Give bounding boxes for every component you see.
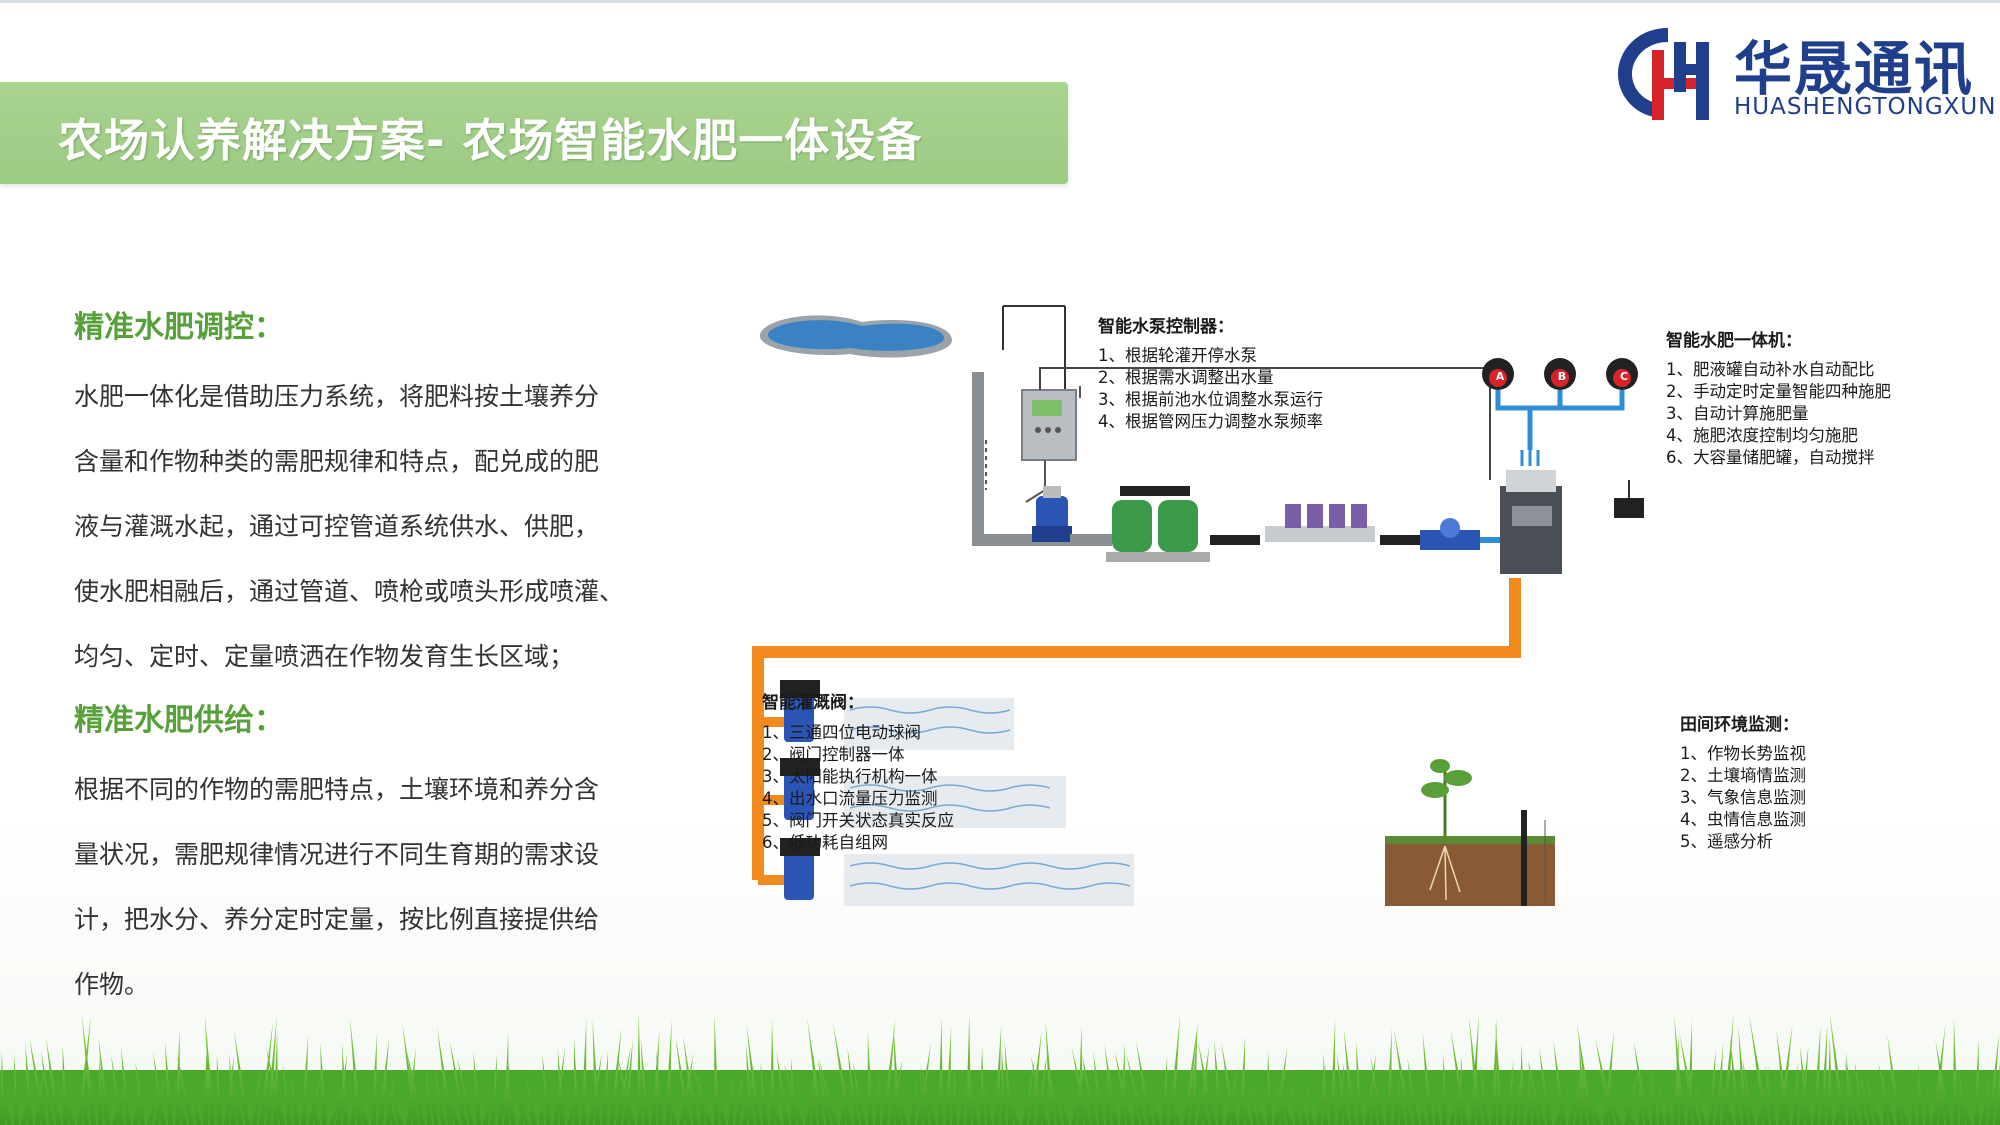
disc-filter-icon (1265, 504, 1375, 542)
paragraph-line: 根据不同的作物的需肥特点，土壤环境和养分含 (74, 775, 600, 804)
callout-item: 5、遥感分析 (1680, 832, 1773, 851)
callout-item: 1、作物长势监视 (1680, 744, 1806, 763)
callout-item: 4、虫情信息监测 (1680, 810, 1806, 829)
paragraph-line: 计，把水分、养分定时定量，按比例直接提供给 (74, 905, 600, 934)
section-heading: 精准水肥调控： (74, 310, 284, 345)
callout-title: 田间环境监测： (1680, 715, 1799, 735)
stirrer-motor-icon (1614, 480, 1644, 518)
callout-item: 3、气象信息监测 (1680, 788, 1806, 807)
fertilizer-tank-icon (1482, 358, 1638, 390)
field-strip-icon (844, 698, 1134, 906)
title-banner: 农场认养解决方案- 农场智能水肥一体设备 (0, 82, 1068, 184)
page-title: 农场认养解决方案- 农场智能水肥一体设备 (58, 114, 923, 167)
water-pump-icon (1032, 486, 1072, 542)
callout-item: 6、大容量储肥罐，自动搅拌 (1666, 448, 1875, 467)
logo-chinese-name: 华晟通讯 (1734, 35, 1975, 103)
pump-controller-cabinet-icon (1021, 386, 1081, 461)
irrigation-system-diagram: } (740, 290, 1990, 910)
callout-title: 智能水肥一体机： (1666, 331, 1802, 351)
description-panel: 精准水肥调控： 水肥一体化是借助压力系统，将肥料按土壤养分 含量和作物种类的需肥… (74, 300, 674, 1017)
callout-item: 4、根据管网压力调整水泵频率 (1098, 412, 1323, 431)
grass-decoration (0, 1010, 2000, 1125)
water-pond-icon (759, 305, 1066, 400)
sand-filter-icon: } (1106, 486, 1210, 562)
callout-item: 6、低功耗自组网 (762, 833, 888, 852)
callout-item: 4、施肥浓度控制均匀施肥 (1666, 426, 1858, 445)
logo-english-name: HUASHENGTONGXUN (1734, 94, 1997, 120)
callout-item: 2、手动定时定量智能四种施肥 (1666, 382, 1891, 401)
paragraph-line: 含量和作物种类的需肥规律和特点，配兑成的肥 (74, 447, 600, 476)
paragraph-line: 量状况，需肥规律情况进行不同生育期的需求设 (74, 840, 600, 869)
callout-title: 智能灌溉阀： (762, 693, 864, 713)
callout-item: 3、根据前池水位调整水泵运行 (1098, 390, 1323, 409)
callout-item: 3、太阳能执行机构一体 (762, 767, 938, 786)
valve-items-list: 1、三通四位电动球阀 2、阀门控制器一体 3、太阳能执行机构一体 4、出水口流量… (762, 722, 954, 854)
paragraph-line: 作物。 (74, 970, 150, 999)
logo-mark-icon (1618, 28, 1709, 120)
callout-item: 1、三通四位电动球阀 (762, 723, 921, 742)
top-border (0, 0, 2000, 3)
fertigation-callout: 智能水肥一体机： 1、肥液罐自动补水自动配比 2、手动定时定量智能四种施肥 3、… (1666, 326, 1891, 469)
soil-monitoring-icon (1385, 759, 1555, 906)
system-illustration: } (752, 305, 1644, 906)
tank-label: A (1495, 370, 1505, 383)
section-paragraph: 水肥一体化是借助压力系统，将肥料按土壤养分 含量和作物种类的需肥规律和特点，配兑… (74, 364, 674, 689)
irrigation-valve-icon (780, 680, 820, 900)
valve-callout: 智能灌溉阀： (762, 688, 864, 721)
callout-item: 1、肥液罐自动补水自动配比 (1666, 360, 1875, 379)
callout-item: 2、根据需水调整出水量 (1098, 368, 1274, 387)
field-monitoring-callout: 田间环境监测： 1、作物长势监视 2、土壤墒情监测 3、气象信息监测 4、虫情信… (1680, 710, 1806, 853)
callout-item: 2、阀门控制器一体 (762, 745, 905, 764)
callout-title: 智能水泵控制器： (1098, 317, 1234, 337)
flow-meter-icon (1420, 518, 1480, 550)
pump-controller-callout: 智能水泵控制器： 1、根据轮灌开停水泵 2、根据需水调整出水量 3、根据前池水位… (1098, 312, 1323, 433)
paragraph-line: 使水肥相融后，通过管道、喷枪或喷头形成喷灌、 (74, 577, 625, 606)
callout-item: 2、土壤墒情监测 (1680, 766, 1806, 785)
company-logo: 华晟通讯 HUASHENGTONGXUN (1612, 20, 1995, 124)
paragraph-line: 液与灌溉水起，通过可控管道系统供水、供肥， (74, 512, 600, 541)
callout-item: 4、出水口流量压力监测 (762, 789, 938, 808)
callout-item: 3、自动计算施肥量 (1666, 404, 1809, 423)
callout-item: 1、根据轮灌开停水泵 (1098, 346, 1257, 365)
paragraph-line: 水肥一体化是借助压力系统，将肥料按土壤养分 (74, 382, 600, 411)
tank-label: B (1557, 370, 1567, 383)
callout-item: 5、阀门开关状态真实反应 (762, 811, 954, 830)
tank-label: C (1619, 370, 1629, 383)
paragraph-line: 均匀、定时、定量喷洒在作物发育生长区域； (74, 642, 575, 671)
section-paragraph: 根据不同的作物的需肥特点，土壤环境和养分含 量状况，需肥规律情况进行不同生育期的… (74, 757, 674, 1017)
section-heading: 精准水肥供给： (74, 703, 284, 738)
fertigation-machine-icon (1500, 470, 1562, 574)
